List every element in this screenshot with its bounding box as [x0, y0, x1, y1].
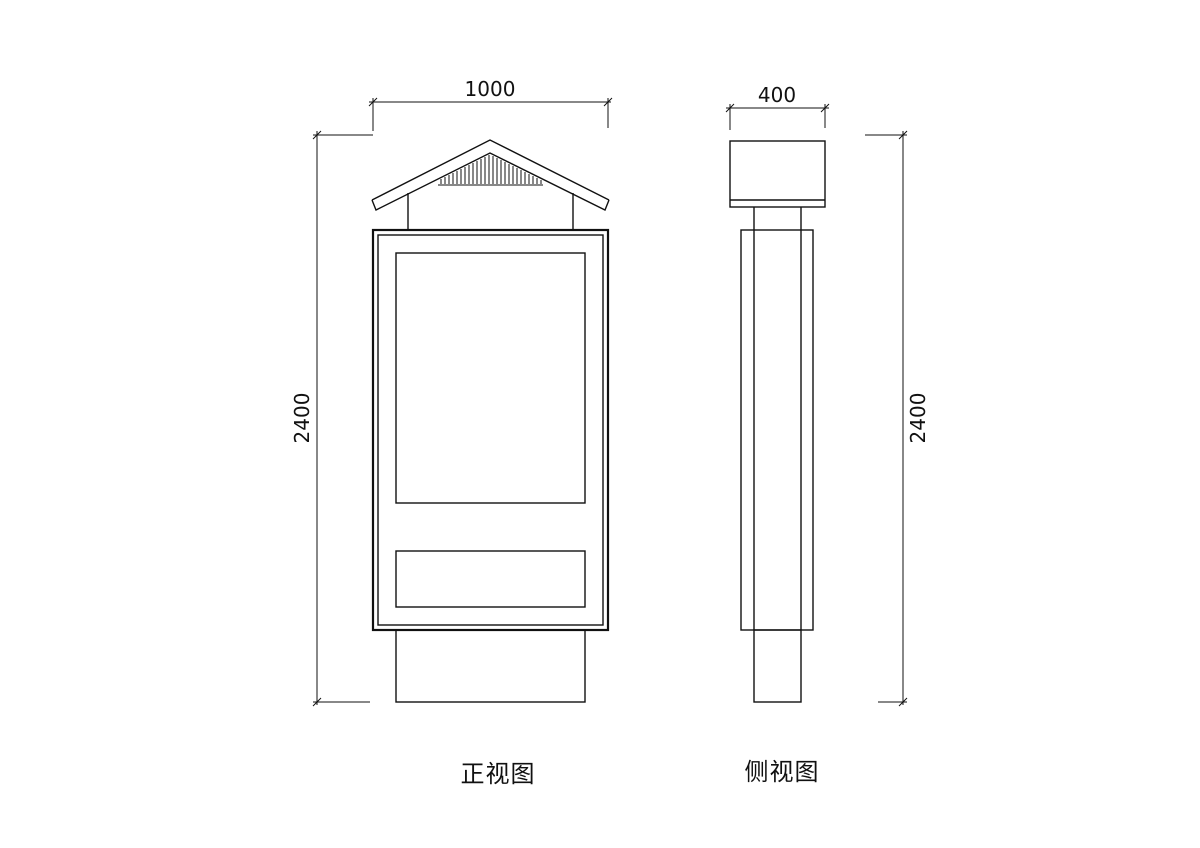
front-view: 1000 2400 — [290, 77, 613, 788]
roof — [371, 139, 610, 230]
side-panel — [740, 229, 814, 631]
name-plate — [395, 550, 586, 608]
front-height-dimension: 2400 — [290, 130, 373, 707]
side-height-dimension: 2400 — [865, 130, 930, 707]
front-height-label: 2400 — [290, 393, 314, 444]
front-width-label: 1000 — [465, 77, 516, 101]
front-base — [395, 629, 586, 703]
front-view-caption: 正视图 — [461, 760, 536, 788]
side-width-label: 400 — [758, 83, 796, 107]
side-height-label: 2400 — [906, 393, 930, 444]
side-view-caption: 侧视图 — [745, 758, 820, 786]
side-base — [753, 629, 802, 703]
poster-window — [395, 252, 586, 504]
front-panel — [371, 228, 610, 632]
gable-slats — [438, 155, 543, 186]
front-width-dimension: 1000 — [368, 77, 613, 131]
side-roof — [729, 140, 826, 208]
side-view: 400 2400 侧视图 — [725, 83, 930, 786]
side-width-dimension: 400 — [725, 83, 830, 130]
